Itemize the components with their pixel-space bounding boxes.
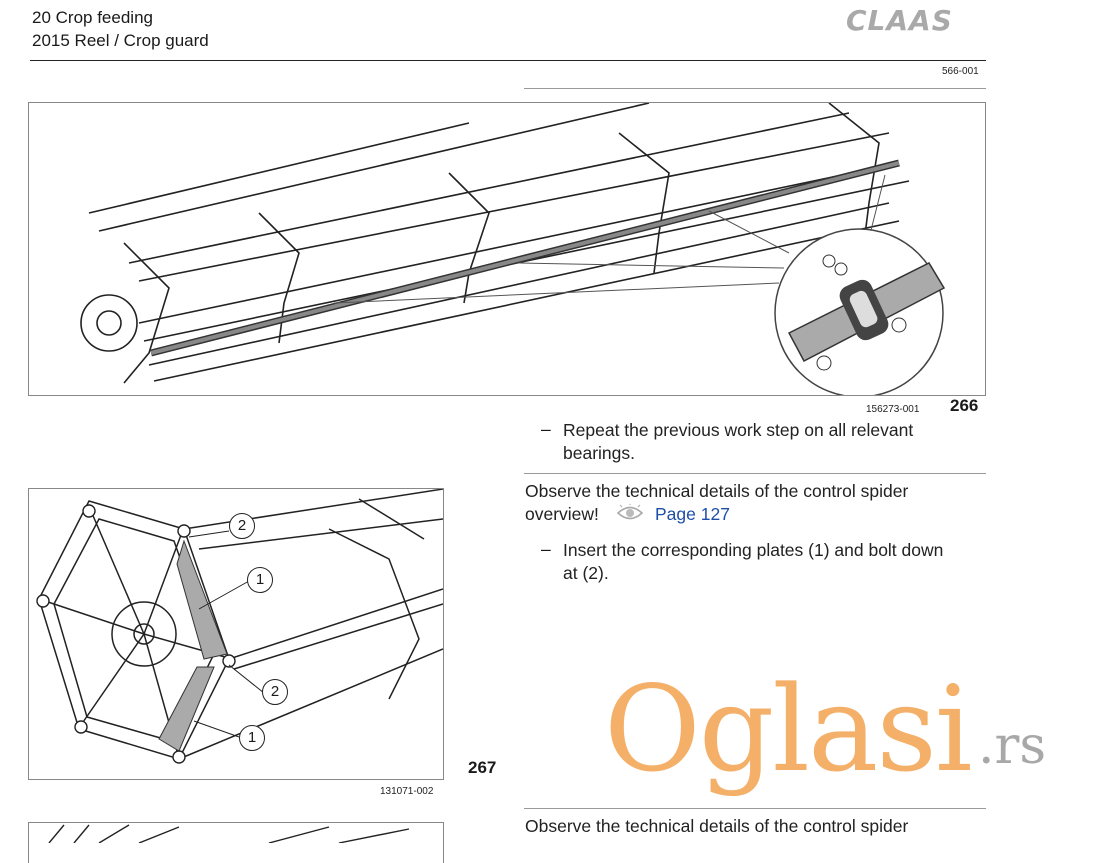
step-1-text-line2: bearings. — [563, 443, 635, 463]
callout-1-top: 1 — [247, 567, 273, 593]
figure-266-number: 266 — [950, 396, 979, 415]
figure-267-control-spider: 2 1 2 1 — [28, 488, 444, 780]
section-divider — [524, 88, 986, 89]
claas-logo: CLAAS — [846, 4, 953, 37]
note-divider — [524, 473, 986, 474]
eye-icon — [616, 503, 644, 527]
section-title: 20 Crop feeding — [32, 8, 153, 27]
watermark-suffix: .rs — [978, 716, 1047, 776]
subsection-title: 2015 Reel / Crop guard — [32, 31, 209, 50]
step-2-text-line1: Insert the corresponding plates (1) and … — [563, 540, 944, 560]
step-2-text-line2: at (2). — [563, 563, 609, 583]
note-2-divider — [524, 808, 986, 809]
figure-266-image-id: 156273-001 — [866, 404, 920, 415]
figure-268-partial — [28, 822, 444, 863]
doc-code: 566-001 — [942, 66, 979, 77]
callout-2-top: 2 — [229, 513, 255, 539]
reel-illustration — [80, 103, 946, 395]
watermark-logo: Oglasi — [604, 660, 973, 798]
callout-2-bottom: 2 — [262, 679, 288, 705]
callout-1-bottom: 1 — [239, 725, 265, 751]
step-2-bullet: – — [541, 539, 551, 559]
spider-illustration — [36, 489, 443, 764]
note-1-text-line2: overview! — [525, 504, 599, 524]
note-1-text-line1: Observe the technical details of the con… — [525, 481, 909, 501]
header-rule — [30, 60, 986, 61]
figure-267-number: 267 — [468, 758, 497, 777]
figure-266-reel-bearings — [28, 102, 986, 396]
figure-267-image-id: 131071-002 — [380, 786, 434, 797]
page-127-link[interactable]: Page 127 — [655, 504, 730, 524]
step-1-bullet: – — [541, 419, 551, 439]
note-2-text-line1: Observe the technical details of the con… — [525, 816, 909, 836]
step-1-text-line1: Repeat the previous work step on all rel… — [563, 420, 914, 440]
